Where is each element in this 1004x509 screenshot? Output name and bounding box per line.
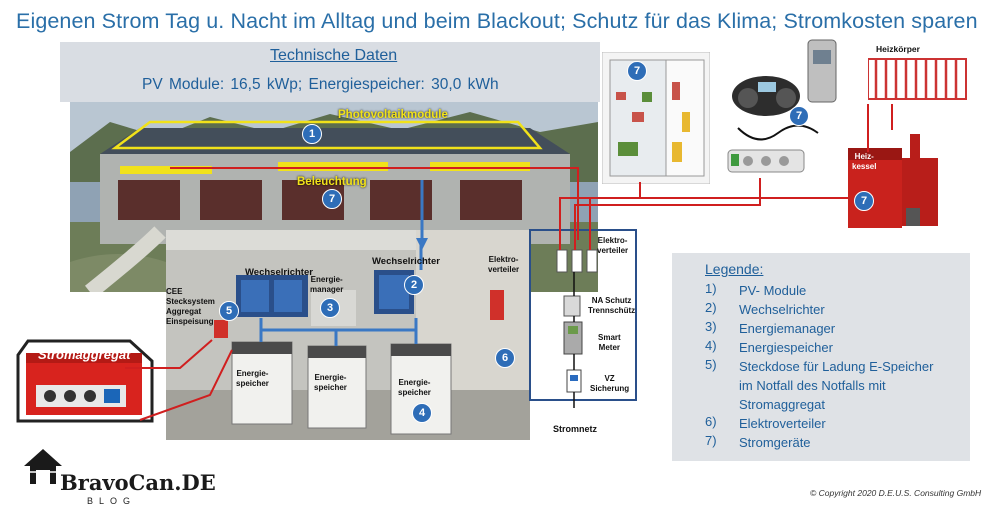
label-lighting: Beleuchtung (297, 176, 367, 188)
label-distributor-right: Elektro- verteiler (597, 236, 629, 255)
legend-item: 6)Elektroverteiler (705, 414, 826, 431)
label-generator: Stromaggregat (38, 347, 131, 362)
label-boiler: Heiz- kessel (852, 152, 877, 171)
label-grid: Stromnetz (553, 424, 598, 434)
legend-item: 1)PV- Module (705, 281, 807, 298)
marker-7-lighting-icon: 7 (322, 189, 342, 209)
label-pv-modules: Photovoltaikmodule (338, 109, 448, 121)
logo-subtitle: BLOG (87, 496, 137, 506)
marker-6-icon: 6 (495, 348, 515, 368)
diagram-title: Eigenen Strom Tag u. Nacht im Alltag und… (16, 9, 978, 33)
label-storage-1: Energie- speicher (236, 369, 269, 388)
label-radiator: Heizkörper (876, 44, 920, 54)
legend-item: 5)Steckdose für Ladung E-Speicher im Not… (705, 357, 934, 412)
radiator-photo (868, 58, 967, 100)
label-storage-2: Energie- speicher (314, 373, 347, 392)
label-inverter-1: Wechselrichter (245, 267, 313, 278)
label-fuse: VZ Sicherung (590, 374, 630, 393)
appliances-photo (727, 39, 837, 173)
legend-item: 4)Energiespeicher (705, 338, 833, 355)
legend-box (672, 253, 970, 461)
boiler-photo (848, 134, 938, 228)
house-logo-icon (24, 449, 62, 484)
marker-3-icon: 3 (320, 298, 340, 318)
legend-item: 2)Wechselrichter (705, 300, 825, 317)
label-storage-3: Energie- speicher (398, 378, 431, 397)
tech-data-box (60, 42, 600, 102)
label-smart-meter: Smart Meter (598, 333, 621, 352)
copyright-text: © Copyright 2020 D.E.U.S. Consulting Gmb… (810, 488, 982, 498)
tech-data-line: PV Module: 16,5 kWp; Energiespeicher: 30… (142, 76, 499, 93)
logo-text: BravoCan.DE (60, 470, 216, 495)
marker-7-fridge-icon: 7 (627, 61, 647, 81)
marker-5-icon: 5 (219, 301, 239, 321)
legend-heading: Legende: (705, 261, 764, 277)
marker-4-icon: 4 (412, 403, 432, 423)
tech-data-heading: Technische Daten (270, 47, 398, 64)
wiring-schematic (529, 229, 637, 408)
marker-7-boiler-icon: 7 (854, 191, 874, 211)
label-na-protection: NA Schutz Trennschütz (588, 296, 636, 315)
label-cee: CEE Stecksystem Aggregat Einspeisung (166, 287, 215, 326)
legend-item: 7)Stromgeräte (705, 433, 811, 450)
marker-1-icon: 1 (302, 124, 322, 144)
generator-photo (16, 339, 154, 423)
marker-7-appliances-icon: 7 (789, 106, 809, 126)
pv-to-inverter-arrow (416, 180, 428, 250)
label-inverter-2: Wechselrichter (372, 256, 440, 267)
marker-2-icon: 2 (404, 275, 424, 295)
label-energy-manager: Energie- manager (310, 275, 344, 294)
label-distributor-left: Elektro- verteiler (488, 255, 520, 274)
basement-photo (166, 230, 530, 440)
legend-item: 3)Energiemanager (705, 319, 836, 336)
fridge-photo (602, 52, 710, 184)
